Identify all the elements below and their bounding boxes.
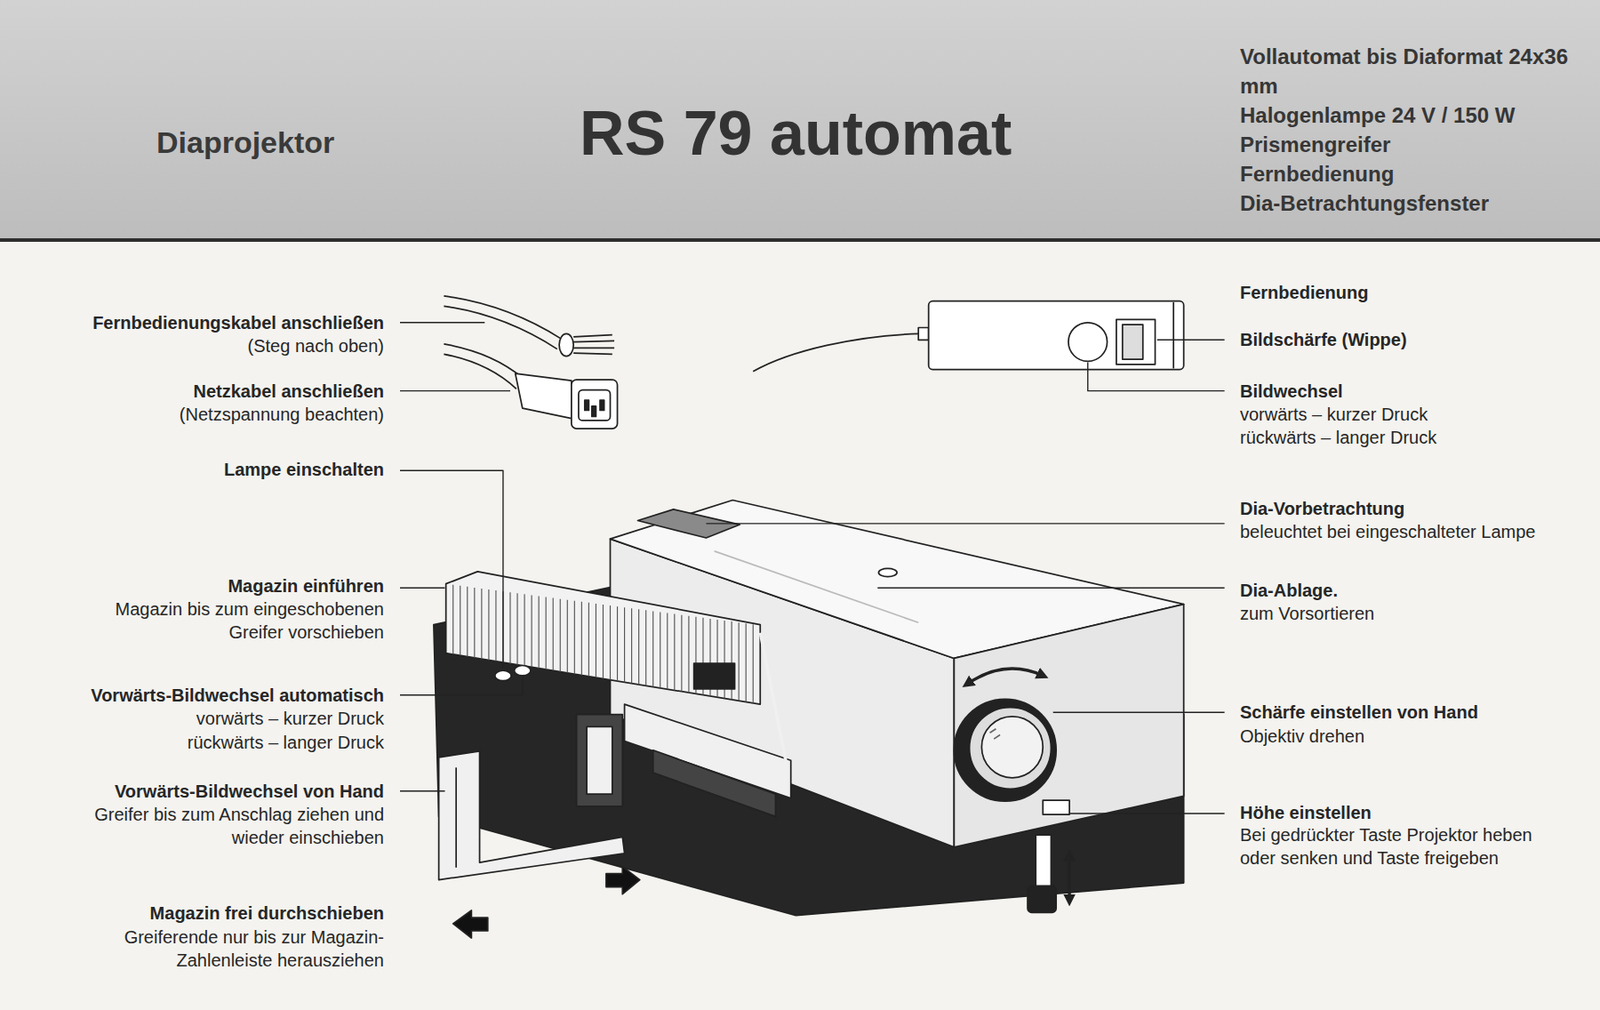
slide-edge [688, 616, 689, 693]
slide-edge [466, 586, 468, 657]
slide-edge [545, 597, 547, 670]
callout-note: Greiferende nur bis zur Magazin-Zahlenle… [64, 925, 384, 972]
callout-note: beleuchtet bei eingeschalteter Lampe [1240, 520, 1552, 544]
callout-heading: Lampe einschalten [10, 457, 384, 481]
slide-edge [495, 590, 496, 662]
slide-magazine [446, 571, 761, 704]
slide-edge [652, 610, 654, 687]
product-type: Diaprojektor [156, 124, 335, 161]
pull-arrow [606, 866, 640, 895]
slide-edge [480, 588, 482, 659]
slide-edge [560, 599, 561, 672]
lamp-switch [495, 670, 512, 680]
slide-edge [638, 608, 640, 685]
callout-heading: Vorwärts-Bildwechsel von Hand [10, 779, 384, 803]
callout-heading: Fernbedienung [1240, 280, 1592, 304]
callout-heading: Höhe einstellen [1240, 800, 1592, 824]
slide-edge [738, 622, 740, 701]
slide-edge [567, 600, 568, 673]
slide-edge [509, 592, 511, 664]
slide-edge [581, 601, 583, 676]
slide-edge [609, 605, 611, 680]
slide-edge [552, 598, 554, 672]
callout-heading: Dia-Ablage. [1240, 578, 1592, 602]
slide-edge [645, 609, 647, 686]
slide-edge [523, 593, 525, 666]
callout-note: Greifer bis zum Anschlag ziehen und wied… [64, 802, 384, 849]
slide-edge [574, 600, 576, 674]
feature-item: Prismengreifer [1240, 129, 1587, 160]
callout-note: Magazin bis zum eingeschobenen Greifer v… [64, 597, 384, 644]
callout-heading: Fernbedienungskabel anschließen [10, 311, 384, 335]
title: RS 79 automat [579, 97, 1012, 169]
callout-heading: Schärfe einstellen von Hand [1240, 700, 1592, 724]
leader-lines [400, 322, 1225, 814]
slide-edge [531, 594, 533, 667]
slide-edge [488, 589, 489, 661]
callout-heading: Magazin frei durchschieben [10, 901, 384, 925]
power-cable [443, 344, 617, 429]
remote-control [752, 301, 1184, 372]
callout-note: Bei gedrückter Taste Projektor heben ode… [1240, 823, 1552, 870]
text-column: Vollautomat bis Diaformat 24x36 mmHaloge… [1240, 41, 1587, 218]
slide-edge [516, 592, 518, 664]
slide-edge [538, 595, 540, 668]
feature-item: Fernbedienung [1240, 159, 1587, 189]
gripper [439, 632, 792, 880]
callout-note: (Netzspannung beachten) [64, 402, 384, 426]
slide-edge [673, 614, 675, 691]
slide-edge [588, 602, 590, 677]
callout-heading: Vorwärts-Bildwechsel automatisch [10, 683, 384, 707]
push-arrow [453, 910, 488, 938]
advance-button [514, 664, 531, 675]
slide-edge [616, 606, 618, 681]
callout-heading: Magazin einführen [10, 574, 384, 598]
callout-heading: Dia-Vorbetrachtung [1240, 496, 1592, 520]
slide-edge [631, 608, 632, 683]
callout-heading: Bildwechsel [1240, 379, 1592, 403]
callout-note: Objektiv drehen [1240, 724, 1552, 748]
slide-edge [666, 613, 668, 690]
height-foot [1027, 800, 1070, 912]
feature-item: Dia-Betrachtungsfenster [1240, 188, 1587, 218]
callout-heading: Netzkabel anschließen [10, 379, 384, 403]
slide-edge [452, 584, 454, 655]
callout-note: zum Vorsortieren [1240, 601, 1552, 625]
feature-item: Vollautomat bis Diaformat 24x36 mm [1240, 41, 1587, 101]
slide-edge [595, 603, 597, 678]
slide-edge [659, 611, 661, 688]
callout-note: vorwärts – kurzer Druck [64, 706, 384, 730]
callout-note: (Steg nach oben) [64, 334, 384, 358]
slide-edge [745, 623, 747, 702]
feature-item: Halogenlampe 24 V / 150 W [1240, 100, 1587, 130]
projector-housing [610, 500, 1184, 848]
callout-heading: Bildschärfe (Wippe) [1240, 328, 1592, 352]
remote-cable [443, 296, 615, 357]
callout-note: rückwärts – langer Druck [1240, 425, 1552, 449]
slide-edge [459, 585, 461, 656]
slide-edge [624, 607, 625, 682]
slide-edge [473, 587, 475, 658]
slide-edge [602, 604, 604, 679]
lens [953, 668, 1056, 801]
callout-note: rückwärts – langer Druck [64, 730, 384, 754]
callout-note: vorwärts – kurzer Druck [1240, 402, 1552, 426]
slide-edge [752, 624, 754, 703]
slide-edge [680, 615, 682, 692]
